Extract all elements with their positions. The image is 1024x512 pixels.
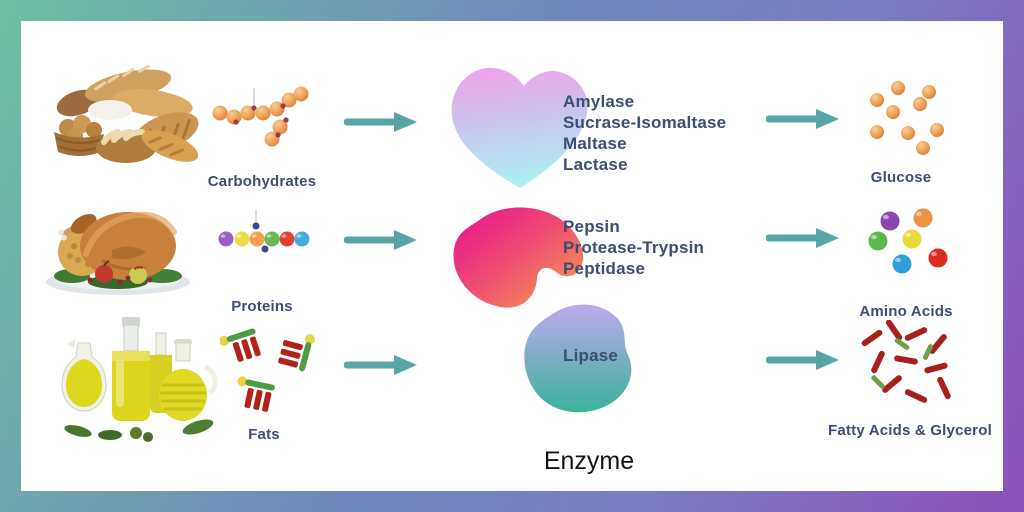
fatty-acids-glycerol-label: Fatty Acids & Glycerol — [828, 422, 992, 439]
enzyme-title: Enzyme — [543, 447, 635, 475]
fats-label: Fats — [248, 426, 280, 443]
carbohydrates-label: Carbohydrates — [207, 173, 317, 190]
right-arrow-icon — [766, 350, 839, 370]
enzyme-name: Lactase — [563, 155, 628, 174]
roast-turkey-image — [46, 211, 190, 295]
enzyme-name: Lipase — [563, 346, 619, 365]
right-arrow-icon — [766, 109, 839, 129]
right-arrow-icon — [344, 230, 417, 250]
enzyme-name: Maltase — [563, 134, 627, 153]
right-arrow-icon — [344, 355, 417, 375]
amino-acid-molecules — [868, 208, 948, 274]
right-arrow-icon — [344, 112, 417, 132]
carbohydrate-chain-molecule — [212, 86, 309, 147]
right-arrow-icon — [766, 228, 839, 248]
carbohydrate-enzyme-blob — [451, 67, 588, 188]
fat-enzyme-list: Lipase — [563, 345, 618, 366]
proteins-label: Proteins — [231, 298, 293, 315]
glucose-molecules — [870, 81, 944, 155]
oil-bottles-image — [61, 317, 218, 442]
enzyme-name: Amylase — [563, 92, 635, 111]
enzyme-name: Peptidase — [563, 259, 646, 278]
enzyme-name: Protease-Trypsin — [563, 238, 705, 257]
protein-chain-molecule — [218, 210, 310, 253]
enzyme-name: Pepsin — [563, 217, 620, 236]
fatty-acid-glycerol-molecules — [861, 320, 951, 403]
glucose-label: Glucose — [870, 169, 932, 186]
protein-enzyme-blob — [453, 207, 584, 308]
triglyceride-molecules — [220, 328, 315, 412]
fat-enzyme-blob — [524, 304, 632, 413]
protein-enzyme-list: Pepsin Protease-Trypsin Peptidase — [563, 216, 704, 279]
bread-basket-image — [54, 64, 199, 163]
amino-acids-label: Amino Acids — [859, 303, 953, 320]
carbohydrate-enzyme-list: Amylase Sucrase-Isomaltase Maltase Lacta… — [563, 91, 726, 175]
enzyme-name: Sucrase-Isomaltase — [563, 113, 727, 132]
